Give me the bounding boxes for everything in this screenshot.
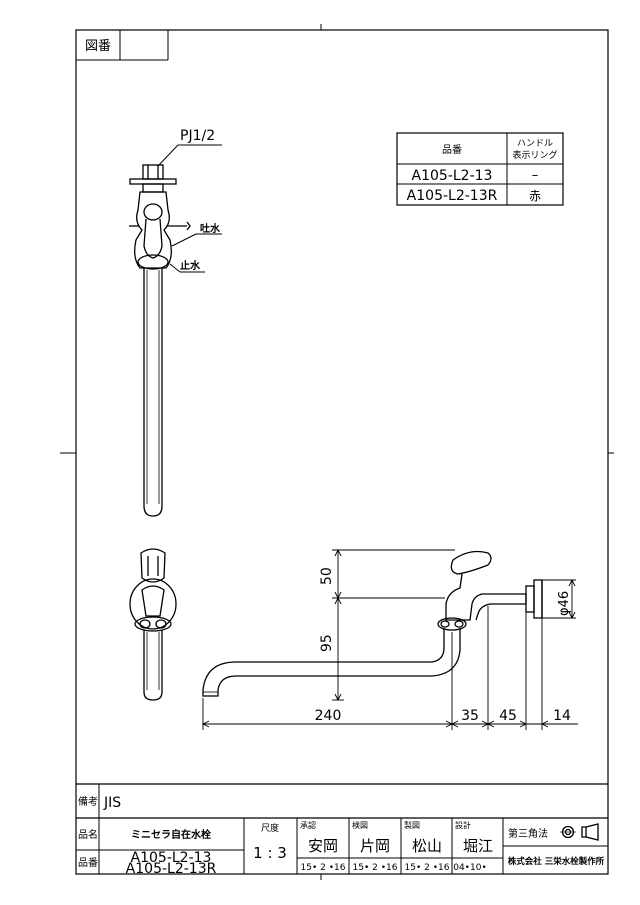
parts-table-row-1-ring: –	[532, 168, 539, 183]
checked-name: 片岡	[360, 837, 390, 855]
name-value: ミニセラ自在水栓	[131, 828, 211, 841]
side-view	[202, 550, 543, 697]
parts-table-row-1-part: A105-L2-13	[412, 168, 493, 184]
title-block	[76, 783, 608, 874]
dim-length-c: 14	[553, 708, 571, 724]
callout-water-stop: 止水	[180, 259, 201, 272]
center-marks	[60, 24, 614, 880]
dim-length-b: 45	[499, 708, 517, 724]
drawing-number-box: 図番	[76, 30, 169, 61]
callout-thread: PJ1/2	[180, 128, 215, 144]
dim-height-lower: 95	[319, 634, 335, 652]
scale-value: 1 : 3	[253, 844, 287, 862]
parts-table-header-ring-2: 表示リング	[512, 149, 557, 161]
parts-table-header-ring-1: ハンドル	[517, 139, 553, 149]
sheet-border	[75, 29, 609, 875]
drawn-name: 松山	[412, 837, 442, 855]
remarks-label: 備考	[78, 795, 98, 808]
approved-label: 承認	[300, 820, 316, 830]
parts-table-row-2-part: A105-L2-13R	[407, 188, 498, 204]
end-view	[129, 548, 177, 701]
designed-name: 堀江	[463, 837, 493, 855]
remarks-value: JIS	[103, 795, 121, 811]
drawn-label: 製図	[404, 820, 420, 830]
parts-table-row-2-ring: 赤	[529, 189, 541, 203]
parts-table-header-part: 品番	[442, 144, 462, 156]
checked-label: 検図	[352, 820, 368, 830]
number-value-2: A105-L2-13R	[126, 861, 217, 877]
scale-label: 尺度	[261, 822, 279, 834]
approved-name: 安岡	[308, 837, 338, 855]
projection-label: 第三角法	[508, 827, 548, 840]
drawn-date: 15• 2 •16	[405, 863, 450, 873]
callout-leaders	[157, 144, 222, 273]
checked-date: 15• 2 •16	[353, 863, 398, 873]
number-value-1: A105-L2-13	[131, 850, 212, 866]
dimension-lines	[201, 548, 578, 730]
front-view	[129, 164, 191, 517]
number-label: 品番	[78, 857, 98, 869]
parts-table: 品番 ハンドル 表示リング A105-L2-13 – A105-L2-13R 赤	[396, 132, 564, 206]
dim-length-spout: 240	[315, 708, 342, 724]
callout-water-out: 吐水	[200, 222, 221, 235]
dim-height-upper: 50	[319, 567, 335, 585]
designed-date: 04•10•	[453, 863, 487, 873]
name-label: 品名	[78, 828, 98, 841]
drawing-number-label: 図番	[85, 39, 111, 54]
dim-diameter: φ46	[557, 591, 572, 616]
designed-label: 設計	[455, 820, 471, 830]
company-name: 株式会社 三栄水栓製作所	[508, 856, 605, 867]
third-angle-projection-icon	[560, 823, 599, 841]
approved-date: 15• 2 •16	[301, 863, 346, 873]
dim-length-a: 35	[461, 708, 479, 724]
